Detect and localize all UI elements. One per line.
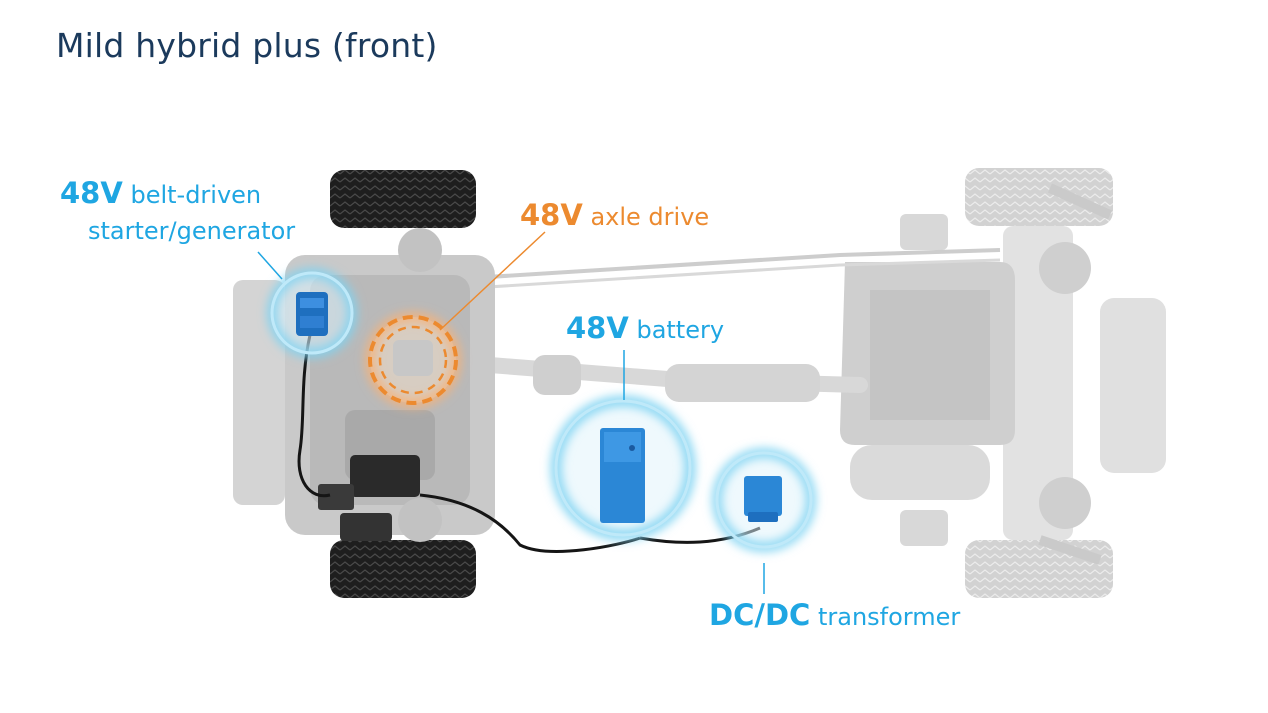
- bsg-label: 48V belt-driven: [60, 176, 261, 212]
- dcdc-label: DC/DC transformer: [709, 598, 960, 634]
- exhaust-system: [439, 248, 1001, 402]
- axle-drive-label-rest: axle drive: [590, 203, 710, 231]
- rear-muffler: [850, 445, 990, 500]
- front-wheels: [330, 170, 476, 598]
- rear-tank: [1100, 298, 1166, 473]
- bsg-highlight: [267, 268, 357, 358]
- page-title: Mild hybrid plus (front): [56, 26, 438, 65]
- rear-right-tire: [965, 540, 1113, 598]
- dcdc-label-rest: transformer: [817, 603, 961, 631]
- front-left-tire: [330, 170, 476, 228]
- center-muffler: [665, 364, 820, 402]
- axle-drive-label: 48V axle drive: [520, 198, 709, 234]
- front-right-tire: [330, 540, 476, 598]
- radiator: [233, 280, 285, 505]
- battery-highlight: [551, 396, 695, 540]
- battery-label-rest: battery: [636, 316, 725, 344]
- axle-drive-label-strong: 48V: [520, 198, 583, 232]
- rear-subframe: [900, 168, 1166, 598]
- battery-label-strong: 48V: [566, 311, 629, 345]
- bsg-label-strong: 48V: [60, 176, 123, 210]
- axle-leader: [439, 231, 546, 331]
- axle-drive-highlight: [365, 312, 461, 408]
- bsg-label-line2: starter/generator: [88, 217, 296, 245]
- rear-left-tire: [965, 168, 1113, 226]
- bsg-leader: [257, 251, 283, 280]
- bsg-label-rest: belt-driven: [130, 181, 262, 209]
- dcdc-converter-unit: [744, 476, 782, 516]
- leader-lines: [257, 231, 765, 594]
- power-electronics: [318, 455, 420, 541]
- dcdc-label-strong: DC/DC: [709, 598, 811, 632]
- battery-label: 48V battery: [566, 311, 724, 347]
- dcdc-highlight: [712, 448, 816, 552]
- fuel-tank: [840, 262, 1015, 445]
